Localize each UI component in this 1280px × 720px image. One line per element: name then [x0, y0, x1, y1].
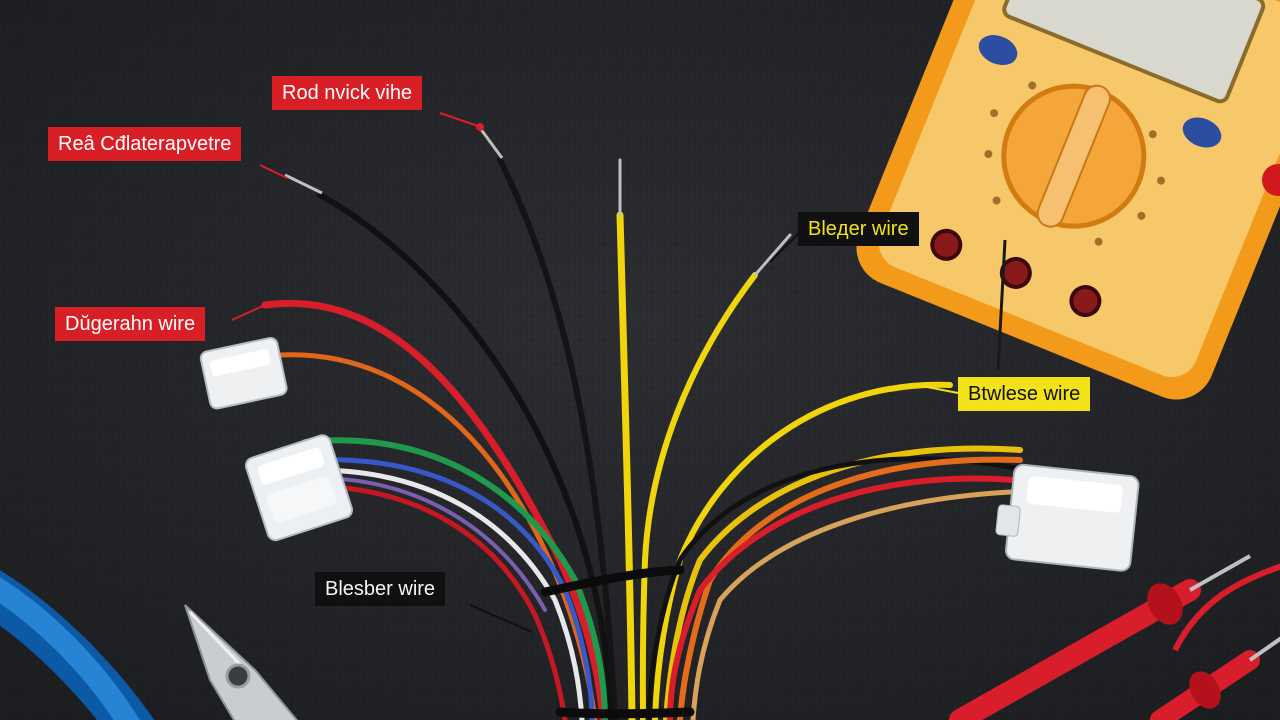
blue-wire-1 [307, 457, 595, 720]
white-connector-2 [244, 434, 354, 542]
red-wire-1 [261, 300, 607, 720]
wire-tip-left-2 [478, 127, 504, 159]
white-wire-1 [312, 467, 585, 720]
yellow-wire-right-2 [652, 381, 953, 720]
multimeter-red-knob [1262, 164, 1280, 196]
dial-knob[interactable] [1034, 82, 1114, 231]
blue-cable [0, 570, 155, 720]
red-wire-right [667, 475, 1018, 720]
label-pointers [231, 112, 959, 633]
orange-wire-right [677, 456, 1023, 720]
probe-jack-3[interactable] [1067, 283, 1103, 319]
pliers [184, 604, 298, 720]
white-connector [199, 337, 288, 410]
multimeter-lead [996, 239, 1007, 371]
wire-tip-left-1 [284, 173, 323, 195]
zip-tie-2 [555, 707, 695, 719]
tan-wire-right [690, 489, 1013, 720]
purple-wire-1 [313, 476, 547, 612]
green-wire-1 [302, 437, 608, 720]
left-button[interactable] [974, 30, 1022, 71]
zip-tie-1 [540, 565, 685, 597]
label-dugerahn-wire: Dŭgerahn wire [55, 307, 206, 341]
red-wire-2 [315, 483, 568, 720]
white-connector-3 [995, 463, 1140, 572]
yellow-wire-right-3 [663, 445, 1023, 720]
label-blesber-wire: Blesber wire [315, 572, 446, 606]
label-red-nvick-wire: Rod nvick vihe [272, 76, 423, 110]
wire-tip-red-dot [476, 123, 484, 131]
right-button[interactable] [1178, 112, 1226, 153]
label-bitwlese-wire: Btwlese wire [958, 377, 1091, 411]
black-wire-long [317, 192, 614, 720]
label-red-cdaterapvetre: Reâ Cđlaterapvetre [48, 127, 242, 161]
wire-bundle [261, 157, 1028, 720]
multimeter-display [1002, 0, 1266, 104]
wire-tip-right-1 [753, 233, 792, 277]
black-wire-2 [497, 157, 618, 720]
yellow-wire-right-1 [639, 272, 758, 720]
probe-jack-1[interactable] [928, 227, 964, 263]
label-bleger-wire: Bleдer wire [798, 212, 919, 246]
multimeter [856, 0, 1280, 400]
yellow-wire-center [616, 211, 636, 720]
test-probe [949, 554, 1280, 720]
black-wire-right [645, 456, 1028, 720]
